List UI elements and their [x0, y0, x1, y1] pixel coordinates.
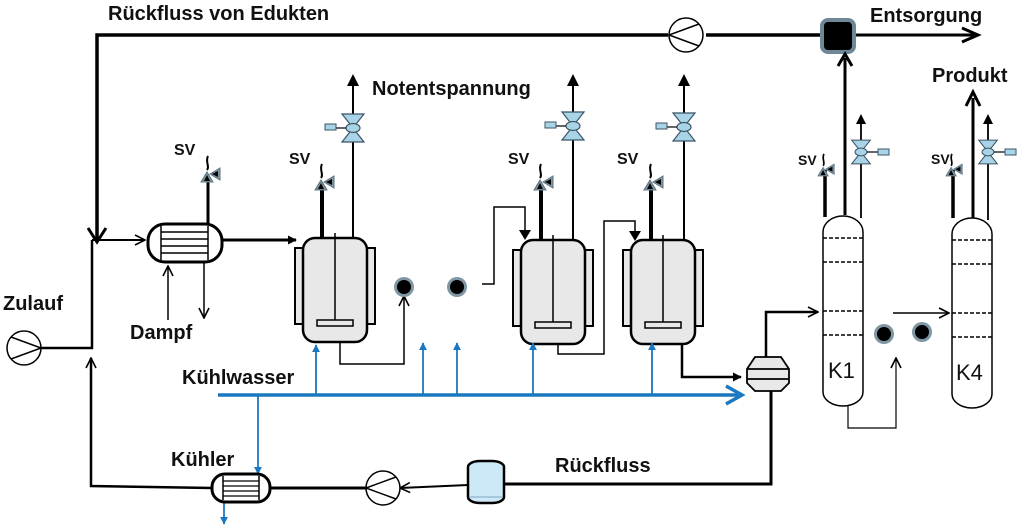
reactor2-to-reactor3-line: [557, 220, 636, 355]
cooler-icon: [210, 472, 272, 504]
separator-icon: [746, 356, 790, 392]
valve-actuator-icon: [877, 148, 890, 156]
recycle-educts-line: [95, 33, 668, 240]
k1-bottoms-line: [847, 358, 896, 429]
reactor1-outlet-line: [339, 296, 404, 365]
safety-valve-icon: [817, 153, 836, 177]
steam-label: Dampf: [130, 322, 193, 344]
vent-arrowhead: [983, 114, 993, 124]
valve-actuator-icon: [1004, 148, 1017, 156]
valve-actuator-icon: [544, 121, 557, 129]
cooler-return-line: [91, 358, 213, 490]
sv-label: SV: [931, 151, 950, 167]
continuation-dot-icon: [394, 277, 414, 297]
safety-valve-icon: [200, 155, 221, 183]
safety-valve-icon: [314, 163, 335, 191]
disposal-arrowhead: [961, 26, 982, 44]
column-k1-icon: [822, 215, 864, 407]
sv-label: SV: [508, 151, 530, 168]
disposal-label: Entsorgung: [870, 5, 982, 27]
reactor-2-icon: [511, 233, 595, 346]
cooling-water-arrowhead: [725, 384, 746, 406]
inlet-arrowhead: [519, 230, 531, 240]
feed-label: Zulauf: [3, 293, 63, 315]
separator-to-k1-line: [764, 312, 818, 357]
valve-actuator-icon: [324, 123, 337, 131]
product-arrowhead: [964, 88, 982, 107]
column-k4-icon: [951, 217, 993, 409]
continuation-dot-icon: [874, 324, 894, 344]
safety-valve-icon: [643, 163, 664, 191]
reflux-tank-icon: [466, 459, 506, 505]
reactor3-to-separator-line: [680, 344, 742, 382]
cooler-label: Kühler: [171, 449, 235, 471]
feed-pump-icon: [6, 330, 42, 366]
steam-heater-icon: [146, 222, 224, 264]
sv-label: SV: [617, 151, 639, 168]
sv-label: SV: [798, 152, 817, 168]
recycle-arrowhead: [86, 227, 108, 245]
inlet-arrowhead: [629, 231, 641, 241]
reactor-1-icon: [293, 231, 377, 344]
feed-line: [41, 240, 94, 350]
tank-to-pump-line: [400, 485, 469, 488]
sv-label: SV: [174, 142, 196, 159]
disposal-unit-icon: [820, 18, 856, 54]
vent-arrowhead: [856, 114, 866, 124]
column-k4-label: K4: [956, 360, 983, 385]
k1-disposal-arrowhead: [836, 51, 854, 67]
valve-actuator-icon: [655, 122, 668, 130]
recycle-pump-icon: [668, 17, 704, 53]
recycle-educts-label: Rückfluss von Edukten: [108, 3, 329, 25]
emergency-relief-label: Notentspannung: [372, 78, 531, 100]
reactor-3-icon: [621, 233, 705, 346]
column-k1-label: K1: [828, 358, 855, 383]
relief-arrowhead: [347, 74, 359, 86]
relief-arrowhead: [678, 74, 690, 86]
continuation-dot-icon: [912, 322, 932, 342]
safety-valve-icon: [533, 163, 554, 191]
reflux-label: Rückfluss: [555, 455, 651, 477]
reflux-line: [475, 391, 773, 486]
cooling-water-label: Kühlwasser: [182, 367, 294, 389]
relief-arrowhead: [567, 74, 579, 86]
sv-label: SV: [289, 151, 311, 168]
reactor2-inlet-line: [482, 206, 526, 285]
reflux-pump-icon: [365, 470, 401, 506]
product-label: Produkt: [932, 65, 1008, 87]
continuation-dot-icon: [447, 277, 467, 297]
